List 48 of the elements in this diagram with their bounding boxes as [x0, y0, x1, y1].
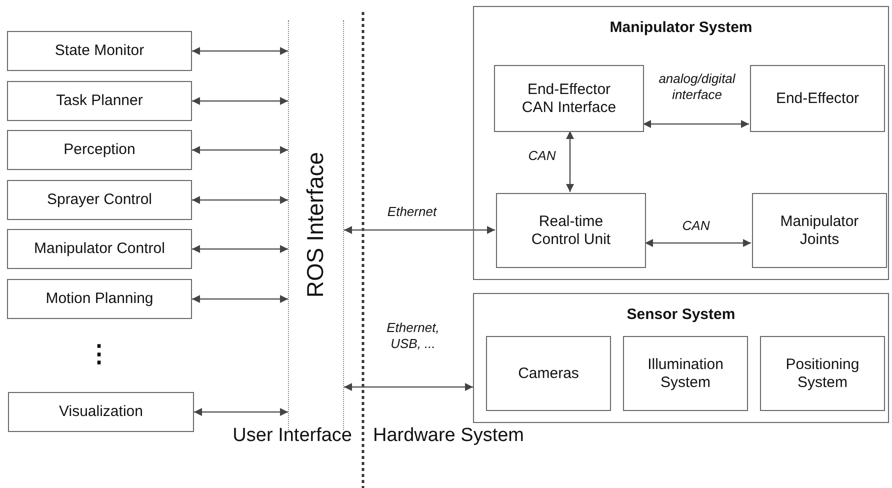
- component-label: End-Effector: [776, 90, 860, 108]
- component-label: Illumination System: [646, 356, 724, 392]
- section-label: User Interface: [232, 425, 352, 447]
- system-panel: [473, 293, 889, 423]
- component-box: [752, 193, 887, 268]
- section-label: Hardware System: [373, 425, 525, 447]
- vertical-ellipsis: ⋮: [87, 340, 103, 369]
- component-box: [7, 279, 192, 319]
- system-panel: [473, 6, 889, 280]
- component-label: Visualization: [59, 403, 143, 421]
- component-box: [486, 336, 611, 411]
- connector-arrow: [566, 131, 574, 192]
- connector-arrow: [194, 408, 288, 416]
- connector-arrow: [192, 295, 288, 303]
- connector-arrow: [192, 196, 288, 204]
- component-box: [760, 336, 885, 411]
- component-label: ROS Interface: [302, 152, 330, 298]
- component-label: Perception: [64, 141, 136, 159]
- component-box: [7, 31, 192, 71]
- panel-title: Sensor System: [626, 306, 736, 324]
- connector-arrow: [192, 245, 288, 253]
- component-box: [623, 336, 748, 411]
- panel-title: Manipulator System: [608, 19, 754, 37]
- component-label: Task Planner: [56, 92, 143, 110]
- component-label: Manipulator Control: [34, 240, 165, 258]
- component-box: [7, 81, 192, 121]
- component-box: [496, 193, 646, 268]
- component-box: [7, 130, 192, 170]
- component-box: [8, 392, 194, 432]
- component-label: Cameras: [518, 364, 579, 382]
- component-label: State Monitor: [54, 42, 144, 60]
- component-label: Positioning System: [784, 356, 860, 392]
- connector-arrow: [344, 383, 473, 391]
- connector-arrow: [645, 239, 751, 247]
- connector-arrow: [192, 97, 288, 105]
- component-box: [494, 65, 644, 132]
- connector-arrow: [643, 120, 749, 128]
- component-box: [750, 65, 885, 132]
- component-label: Real-time Control Unit: [530, 212, 612, 248]
- connector-arrow: [192, 146, 288, 154]
- component-box: [7, 180, 192, 220]
- connector-arrow: [344, 226, 495, 234]
- component-label: Manipulator Joints: [779, 212, 860, 248]
- component-label: Motion Planning: [46, 290, 154, 308]
- component-box: [7, 229, 192, 269]
- component-label: Sprayer Control: [46, 191, 152, 209]
- connector-arrow: [192, 47, 288, 55]
- component-label: End-Effector CAN Interface: [520, 80, 618, 116]
